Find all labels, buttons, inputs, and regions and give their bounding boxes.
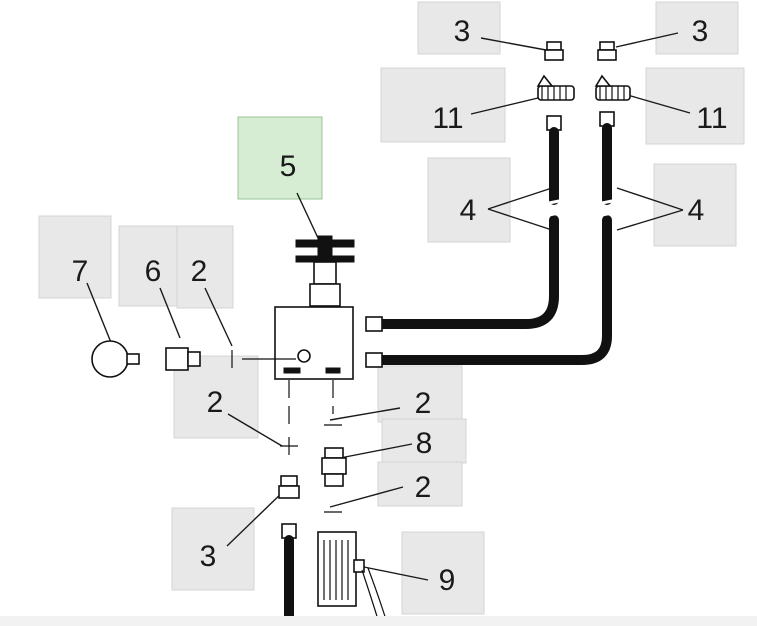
leader-6 — [159, 287, 181, 339]
callout-8[interactable]: 8 — [381, 418, 467, 464]
callout-label: 11 — [432, 102, 463, 135]
hose-4-right — [365, 111, 618, 368]
hose-4-left — [365, 115, 565, 332]
valve-body — [274, 306, 354, 380]
seal-2-left — [280, 437, 298, 455]
callout-11-left[interactable]: 11 — [380, 67, 506, 143]
callout-11-right[interactable]: 11 — [645, 67, 745, 145]
callout-label: 7 — [72, 255, 89, 288]
callout-label: 8 — [416, 427, 433, 460]
leader-3-top-right — [615, 32, 679, 48]
leader-3-bottom — [226, 487, 288, 547]
callout-label: 3 — [692, 15, 709, 48]
callout-2-right-upper[interactable]: 2 — [377, 365, 463, 423]
callout-label: 3 — [454, 15, 471, 48]
callout-label: 9 — [439, 564, 456, 597]
leader-4-left — [487, 187, 553, 231]
callout-label: 2 — [191, 255, 208, 288]
callout-2-right-lower[interactable]: 2 — [377, 461, 463, 507]
callout-label: 2 — [207, 386, 224, 419]
fitting-3-top-right — [597, 41, 617, 61]
callout-4-left[interactable]: 4 — [427, 157, 511, 243]
leader-11-right — [623, 93, 691, 114]
callout-4-right[interactable]: 4 — [653, 163, 737, 247]
fitting-3-top-left — [544, 41, 564, 61]
adapter-8 — [321, 447, 347, 487]
callout-5[interactable]: 5 — [237, 116, 323, 200]
callout-3-bottom[interactable]: 3 — [171, 507, 255, 591]
bottom-strip — [0, 616, 757, 626]
callout-label: 2 — [415, 471, 432, 504]
ball-valve-9 — [317, 531, 389, 626]
callout-label: 4 — [460, 194, 477, 227]
callout-6[interactable]: 6 — [118, 225, 180, 307]
callout-label: 4 — [688, 194, 705, 227]
leader-2-right-upper — [329, 407, 401, 421]
leader-2-left — [227, 413, 283, 447]
leader-7 — [86, 282, 113, 346]
hose-clamp-11-left — [536, 74, 575, 101]
callout-3-top-right[interactable]: 3 — [655, 1, 739, 55]
callout-label: 2 — [415, 387, 432, 420]
fitting-3-bottom — [278, 475, 300, 499]
leader-4-right — [616, 187, 684, 231]
callout-label: 3 — [200, 540, 217, 573]
valve-handle-5 — [295, 235, 355, 307]
callout-7[interactable]: 7 — [38, 215, 112, 299]
callout-2-top[interactable]: 2 — [176, 225, 234, 309]
callout-label: 6 — [145, 255, 162, 288]
leader-2-right-lower — [329, 486, 404, 508]
leader-3-top-left — [480, 37, 547, 51]
hose-clamp-11-right — [594, 74, 631, 101]
leader-8 — [339, 443, 413, 459]
drain-hose — [281, 523, 297, 626]
callout-9[interactable]: 9 — [401, 531, 485, 615]
leader-11-left — [470, 97, 539, 115]
leader-5 — [296, 192, 319, 239]
gauge-7 — [91, 340, 140, 378]
leader-2-top — [204, 287, 233, 347]
leader-lines — [86, 32, 691, 581]
fitting-6 — [165, 347, 201, 371]
callout-3-top-left[interactable]: 3 — [417, 1, 501, 55]
callout-label: 5 — [280, 150, 297, 183]
callout-label: 11 — [696, 102, 727, 135]
leader-9 — [363, 566, 429, 581]
